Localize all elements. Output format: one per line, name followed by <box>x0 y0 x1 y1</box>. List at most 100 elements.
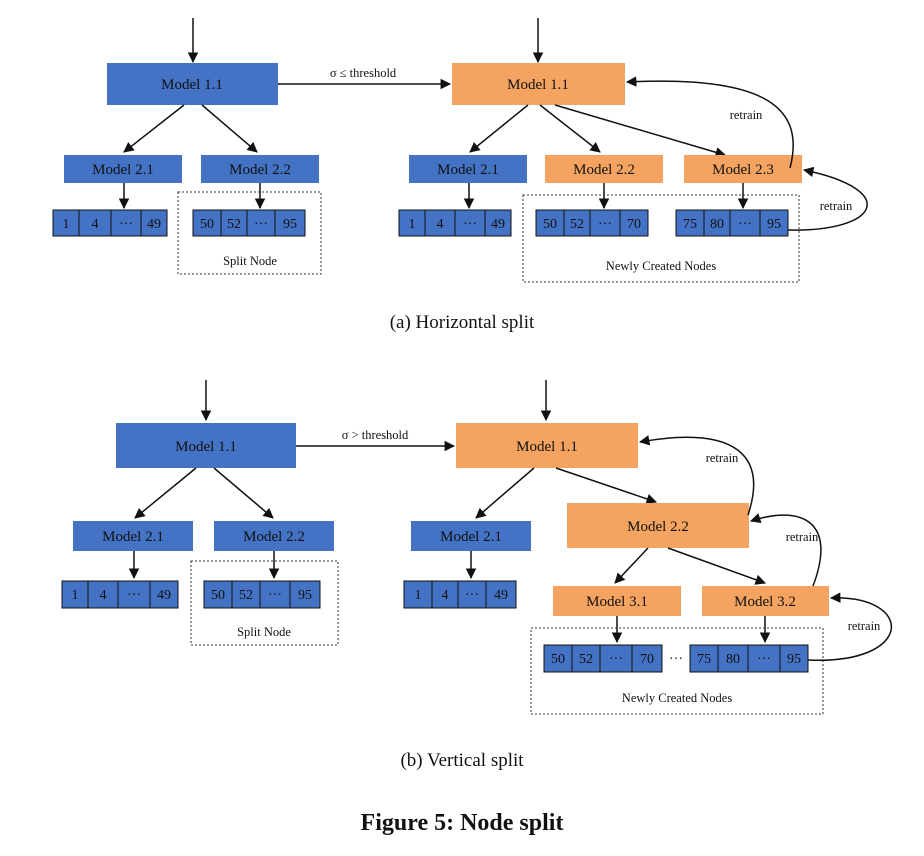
node-label: Model 2.2 <box>229 162 291 178</box>
leaf-value: 1 <box>63 217 70 232</box>
node-label: Model 2.3 <box>712 162 774 178</box>
edge-arrow <box>123 104 185 153</box>
model-box-blue <box>116 423 296 468</box>
leaf-value: 49 <box>494 588 508 603</box>
model-box-blue <box>201 155 319 183</box>
leaf-value: 4 <box>100 588 107 603</box>
retrain-arrow <box>807 592 893 661</box>
leaf-value: 95 <box>767 217 781 232</box>
leaf-value: 4 <box>442 588 449 603</box>
retrain-label: retrain <box>706 451 739 465</box>
model-box-blue <box>409 155 527 183</box>
node-label: Model 2.1 <box>102 529 164 545</box>
model-box-blue <box>411 521 531 551</box>
leaf-node: 1 4 ··· 49 <box>398 209 512 237</box>
new-nodes-label: Newly Created Nodes <box>606 259 717 273</box>
ellipsis-label: ··· <box>669 652 683 667</box>
retrain-label: retrain <box>848 619 881 633</box>
model-box-orange <box>545 155 663 183</box>
model-box-orange <box>684 155 802 183</box>
leaf-value: 80 <box>710 217 724 232</box>
leaf-value: ··· <box>119 217 133 232</box>
leaf-node: 50 52 ··· 70 <box>543 644 663 673</box>
leaf-value: 50 <box>543 217 557 232</box>
leaf-value: 50 <box>211 588 225 603</box>
retrain-label: retrain <box>820 199 853 213</box>
leaf-value: 52 <box>570 217 584 232</box>
leaf-node: 75 80 ··· 95 <box>689 644 809 673</box>
model-box-blue <box>73 521 193 551</box>
node-label: Model 3.1 <box>586 594 648 610</box>
new-nodes-label: Newly Created Nodes <box>622 691 733 705</box>
leaf-node: 1 4 ··· 49 <box>61 580 179 609</box>
leaf-value: 1 <box>415 588 422 603</box>
leaf-value: 1 <box>72 588 79 603</box>
edge-arrow <box>213 467 274 519</box>
retrain-arrow <box>750 513 822 587</box>
edge-arrow <box>475 467 535 519</box>
panel-horizontal-split: Model 1.1 σ ≤ threshold Model 2.1 Model … <box>52 18 868 333</box>
leaf-value: 4 <box>437 217 444 232</box>
node-label: Model 1.1 <box>175 439 237 455</box>
leaf-value: 50 <box>551 652 565 667</box>
split-node-box <box>177 191 322 275</box>
model-box-blue <box>107 63 278 105</box>
node-label: Model 1.1 <box>516 439 578 455</box>
leaf-node: 50 52 ··· 70 <box>535 209 649 237</box>
panel-caption: (a) Horizontal split <box>390 312 535 333</box>
retrain-label: retrain <box>730 108 763 122</box>
leaf-node: 50 52 ··· 95 <box>203 580 321 609</box>
leaf-value: 95 <box>298 588 312 603</box>
node-label: Model 2.2 <box>243 529 305 545</box>
leaf-value: 52 <box>227 217 241 232</box>
node-label: Model 1.1 <box>507 77 569 93</box>
node-label: Model 1.1 <box>161 77 223 93</box>
leaf-value: 70 <box>627 217 641 232</box>
edge-arrow <box>555 467 657 504</box>
node-label: Model 2.1 <box>92 162 154 178</box>
split-node-label: Split Node <box>237 625 291 639</box>
leaf-value: 80 <box>726 652 740 667</box>
edge-arrow <box>614 547 649 584</box>
leaf-value: 95 <box>283 217 297 232</box>
leaf-node: 1 4 ··· 49 <box>403 580 517 609</box>
leaf-value: ··· <box>738 217 752 232</box>
node-label: Model 3.2 <box>734 594 796 610</box>
leaf-value: 52 <box>579 652 593 667</box>
leaf-value: 95 <box>787 652 801 667</box>
split-node-label: Split Node <box>223 254 277 268</box>
edge-arrow <box>539 104 601 153</box>
leaf-value: ··· <box>127 588 141 603</box>
leaf-value: ··· <box>598 217 612 232</box>
retrain-arrow <box>638 435 755 516</box>
new-nodes-box <box>530 627 824 715</box>
leaf-value: ··· <box>254 217 268 232</box>
leaf-value: ··· <box>757 652 771 667</box>
node-label: Model 2.1 <box>440 529 502 545</box>
leaf-value: 49 <box>147 217 161 232</box>
leaf-node: 50 52 ··· 95 <box>192 209 306 237</box>
model-box-orange <box>452 63 625 105</box>
leaf-value: ··· <box>465 588 479 603</box>
panel-vertical-split: Model 1.1 σ > threshold Model 2.1 Model … <box>61 380 893 771</box>
model-box-orange <box>702 586 829 616</box>
leaf-value: ··· <box>268 588 282 603</box>
leaf-value: 52 <box>239 588 253 603</box>
model-box-orange <box>567 503 749 548</box>
leaf-value: ··· <box>609 652 623 667</box>
node-label: Model 2.1 <box>437 162 499 178</box>
edge-label: σ ≤ threshold <box>330 66 397 80</box>
leaf-value: ··· <box>463 217 477 232</box>
edge-arrow <box>201 104 258 153</box>
edge-arrow <box>667 547 766 585</box>
leaf-value: 49 <box>157 588 171 603</box>
new-nodes-box <box>522 194 800 283</box>
retrain-arrow <box>625 76 794 169</box>
retrain-arrow <box>787 166 868 231</box>
leaf-value: 1 <box>409 217 416 232</box>
model-box-blue <box>214 521 334 551</box>
model-box-orange <box>456 423 638 468</box>
leaf-value: 4 <box>92 217 99 232</box>
leaf-value: 50 <box>200 217 214 232</box>
